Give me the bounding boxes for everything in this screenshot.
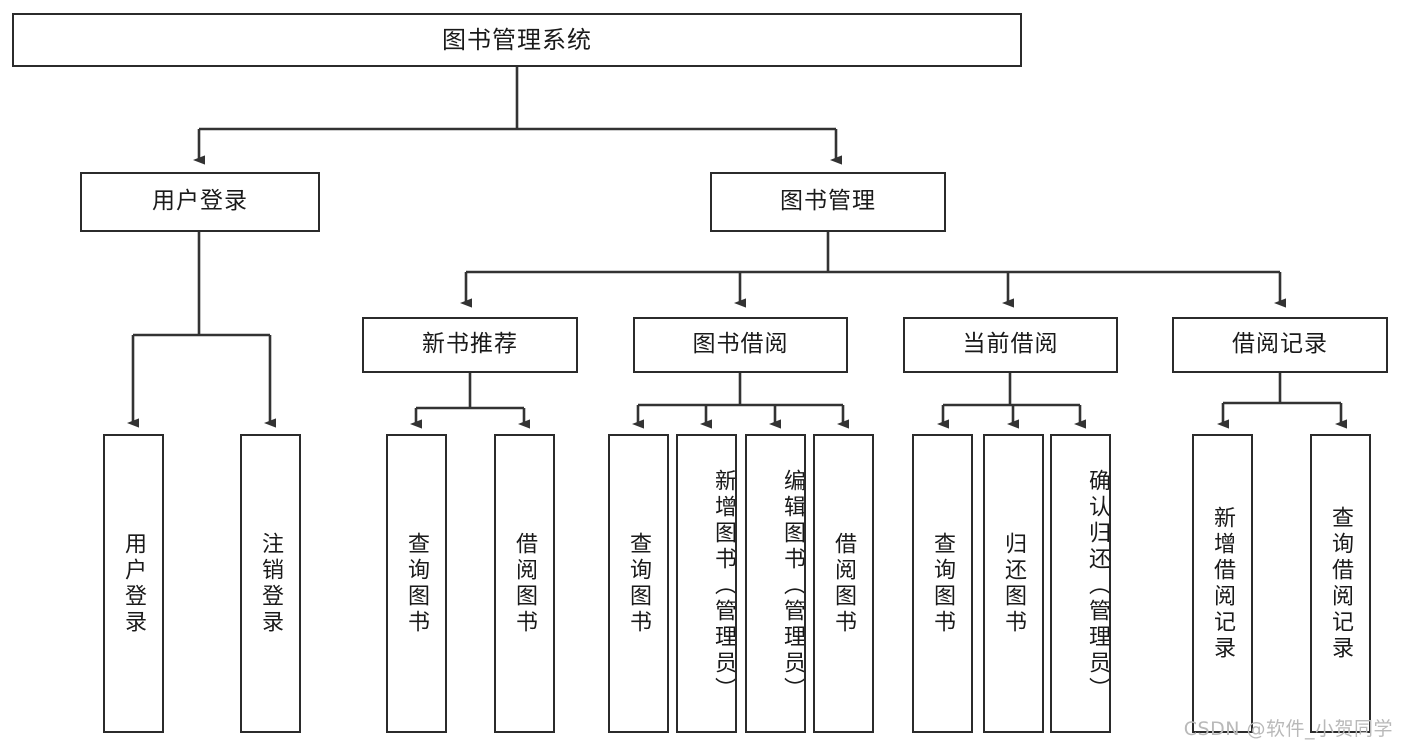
node-user-login[interactable]: 用户登录	[80, 172, 320, 232]
node-label: 图书借阅	[692, 331, 789, 358]
node-leaf-query-book-rec[interactable]: 查询图书	[386, 434, 447, 733]
node-label: 图书管理	[780, 188, 876, 215]
node-leaf-logout-login[interactable]: 注销登录	[240, 434, 301, 733]
node-label: 查询图书	[404, 531, 430, 636]
node-borrow-record[interactable]: 借阅记录	[1172, 317, 1388, 373]
node-leaf-edit-book-admin[interactable]: 编辑图书（管理员）	[745, 434, 806, 733]
node-label: 注销登录	[258, 531, 284, 636]
node-new-book-recommend[interactable]: 新书推荐	[362, 317, 578, 373]
node-root-system[interactable]: 图书管理系统	[12, 13, 1022, 67]
node-leaf-add-book-admin[interactable]: 新增图书（管理员）	[676, 434, 737, 733]
node-label: 图书管理系统	[442, 25, 592, 54]
node-label: 查询图书	[930, 531, 956, 636]
node-leaf-user-login[interactable]: 用户登录	[103, 434, 164, 733]
node-book-borrow[interactable]: 图书借阅	[633, 317, 848, 373]
node-label: 新增图书（管理员）	[711, 468, 736, 703]
node-label: 用户登录	[152, 188, 248, 215]
node-label: 用户登录	[121, 531, 147, 636]
node-current-borrow[interactable]: 当前借阅	[903, 317, 1118, 373]
node-leaf-confirm-return-admin[interactable]: 确认归还（管理员）	[1050, 434, 1111, 733]
node-label: 查询借阅记录	[1328, 505, 1354, 662]
node-label: 编辑图书（管理员）	[780, 468, 805, 703]
watermark-text: CSDN @软件_小贺同学	[1183, 718, 1393, 740]
node-label: 归还图书	[1001, 531, 1027, 636]
node-label: 新书推荐	[422, 331, 518, 358]
node-label: 借阅记录	[1232, 331, 1328, 358]
node-book-manage[interactable]: 图书管理	[710, 172, 946, 232]
node-leaf-query-book-current[interactable]: 查询图书	[912, 434, 973, 733]
node-leaf-borrow-book[interactable]: 借阅图书	[813, 434, 874, 733]
node-label: 确认归还（管理员）	[1085, 468, 1110, 703]
node-leaf-borrow-book-rec[interactable]: 借阅图书	[494, 434, 555, 733]
node-label: 借阅图书	[831, 531, 857, 636]
node-label: 查询图书	[626, 531, 652, 636]
node-label: 新增借阅记录	[1210, 505, 1236, 662]
node-leaf-query-book-borrow[interactable]: 查询图书	[608, 434, 669, 733]
node-label: 当前借阅	[962, 331, 1059, 358]
node-leaf-add-borrow-record[interactable]: 新增借阅记录	[1192, 434, 1253, 733]
node-leaf-query-borrow-record[interactable]: 查询借阅记录	[1310, 434, 1371, 733]
node-leaf-return-book[interactable]: 归还图书	[983, 434, 1044, 733]
node-label: 借阅图书	[512, 531, 538, 636]
